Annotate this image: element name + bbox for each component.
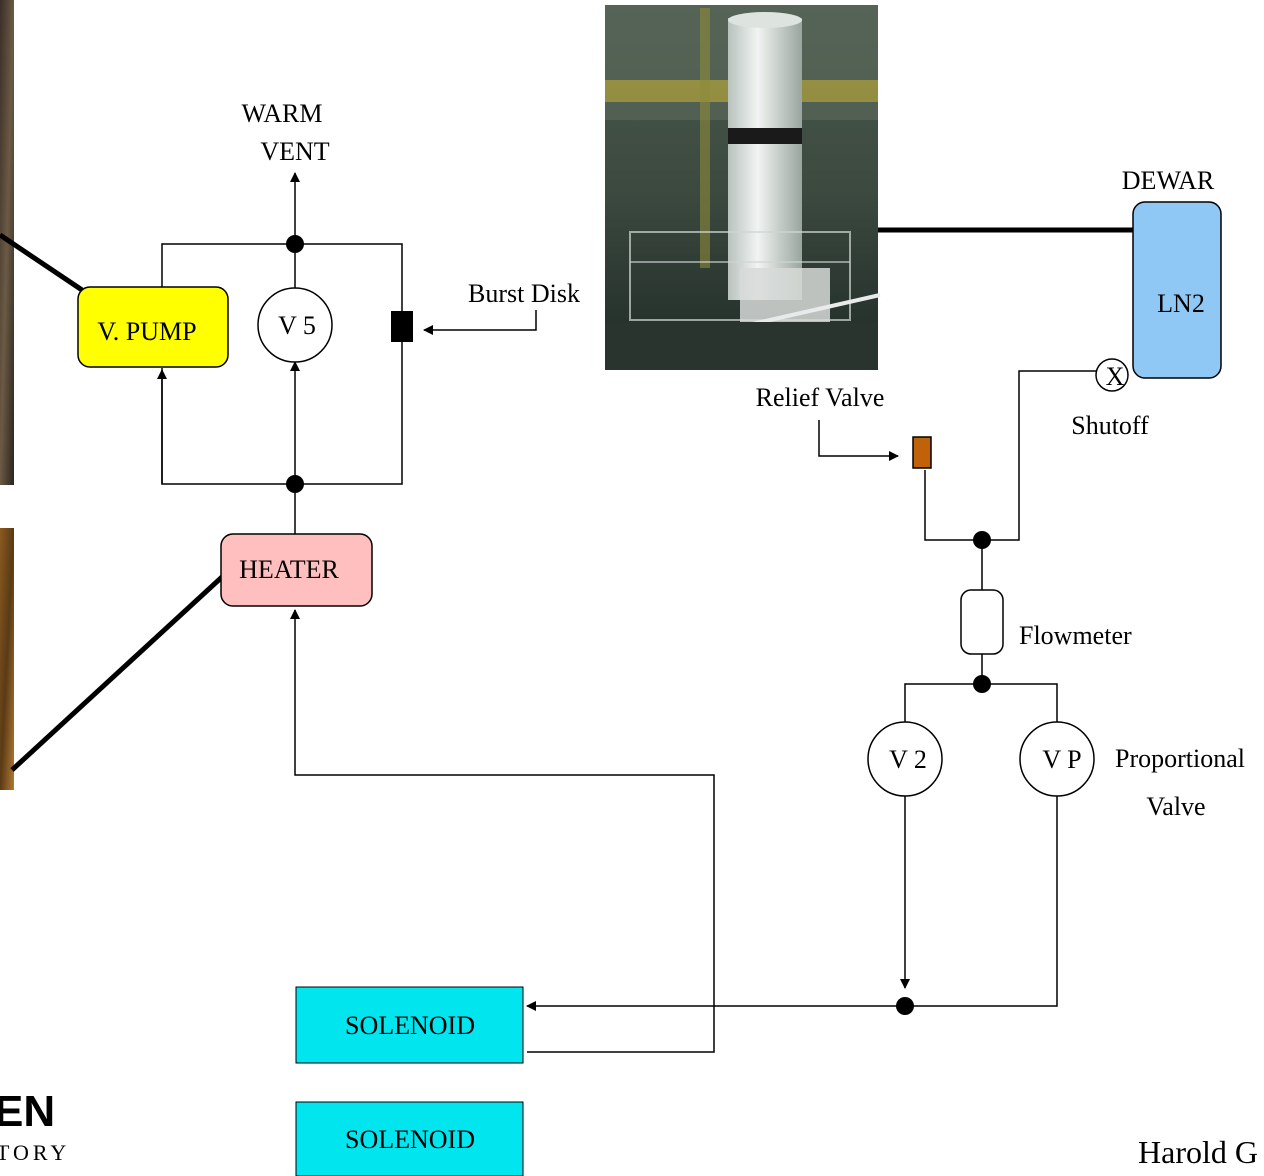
dewar-photo (605, 5, 881, 370)
relief-valve-arrow (818, 420, 899, 461)
proportional-label-line2: Valve (1146, 792, 1205, 821)
top-manifold-line (161, 243, 403, 312)
warm-vent-label-line2: VENT (260, 137, 329, 166)
solenoid-2 (295, 1101, 524, 1176)
solenoid-2-label: SOLENOID (345, 1125, 475, 1154)
dewar-tank (1132, 201, 1222, 379)
heater-connector-line (10, 575, 224, 772)
relief-valve-label: Relief Valve (756, 383, 885, 412)
vpump-connector-line (0, 232, 84, 293)
flowmeter (960, 589, 1004, 655)
v-pump-box (77, 286, 229, 368)
v2-branch-line (904, 683, 982, 722)
v5-valve (257, 287, 333, 363)
vp-return-line (905, 796, 1058, 1007)
vp-label: V P (1042, 745, 1081, 774)
v5-label: V 5 (278, 311, 316, 340)
shutoff-valve (1095, 358, 1129, 392)
flowmeter-junction-dot (973, 675, 991, 693)
shutoff-symbol: X (1106, 362, 1125, 391)
upper-junction-dot (973, 531, 991, 549)
burst-disk (391, 311, 413, 342)
top-junction-dot (286, 235, 304, 253)
burst-disk-arrow (423, 310, 537, 335)
ln2-label: LN2 (1157, 289, 1205, 318)
logo-text-line1: EN (0, 1087, 55, 1136)
bottom-junction-dot (286, 475, 304, 493)
heater-box (220, 533, 373, 607)
warm-vent-label-line1: WARM (242, 99, 323, 128)
v2-label: V 2 (889, 745, 927, 774)
v-pump-label: V. PUMP (97, 317, 196, 346)
heater-label: HEATER (239, 555, 339, 584)
proportional-label-line1: Proportional (1115, 744, 1245, 773)
burst-disk-label: Burst Disk (468, 279, 580, 308)
flowmeter-label: Flowmeter (1019, 621, 1132, 650)
left-photo-bottom (0, 528, 14, 790)
solenoid-1-label: SOLENOID (345, 1011, 475, 1040)
shutoff-label: Shutoff (1071, 411, 1149, 440)
heater-feed-line (290, 609, 715, 1053)
logo-text-line2: TORY (0, 1140, 70, 1165)
vp-branch-line (982, 683, 1058, 722)
solenoid-1 (295, 986, 524, 1064)
relief-valve (912, 436, 932, 469)
dewar-label: DEWAR (1122, 166, 1215, 195)
shutoff-line (924, 370, 1097, 541)
lower-junction-dot (896, 997, 914, 1015)
author-name: Harold G (1138, 1134, 1258, 1170)
